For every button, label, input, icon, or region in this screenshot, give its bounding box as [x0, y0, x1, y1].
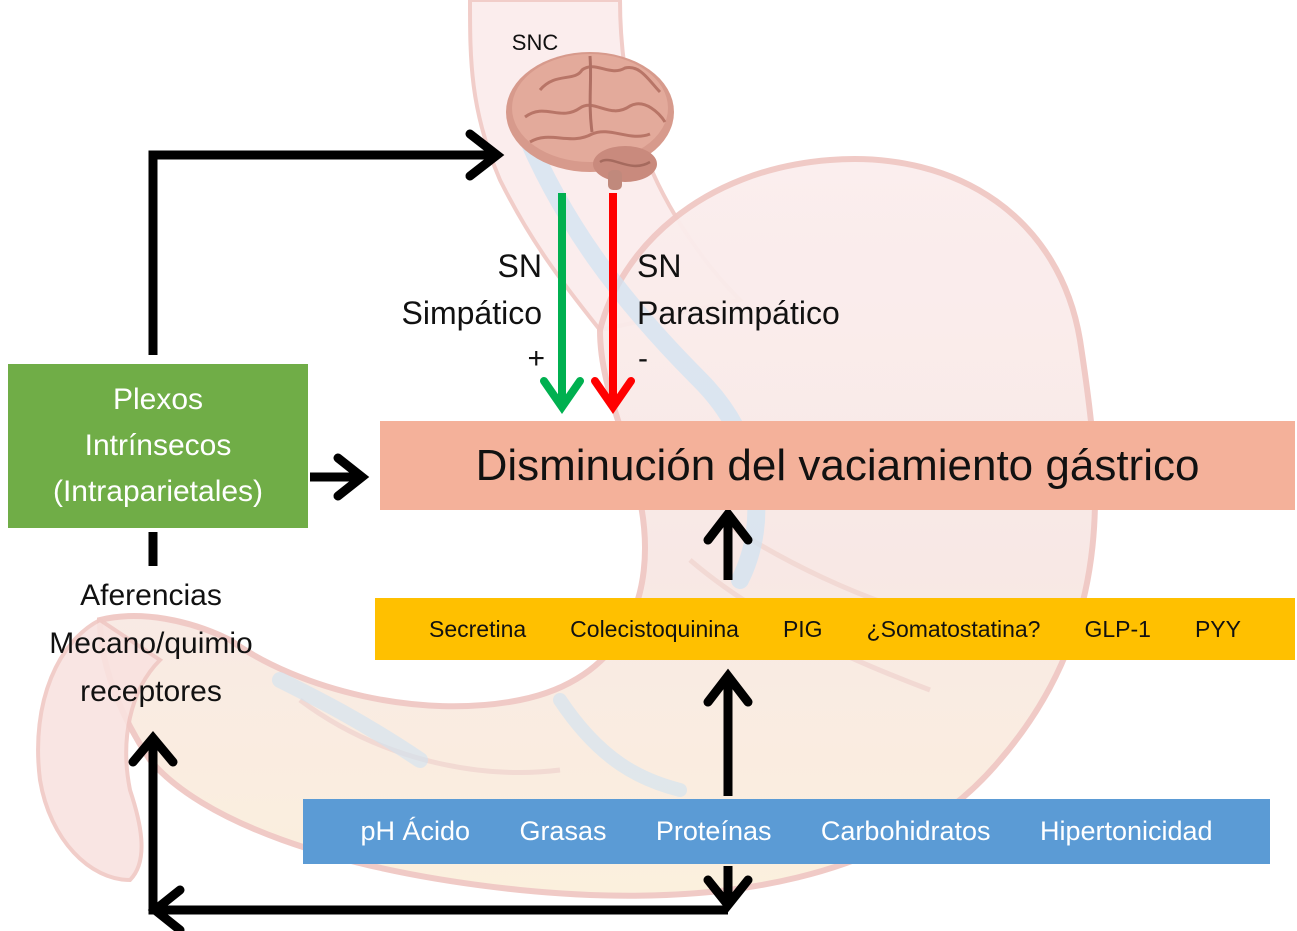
- hormone-item: PIG: [782, 615, 823, 642]
- stimulus-item: Hipertonicidad: [1039, 816, 1213, 846]
- hormones-box: Secretina Colecistoquinina PIG ¿Somatost…: [375, 598, 1295, 660]
- sympathetic-label-line2: Simpático: [401, 295, 543, 331]
- afferents-line2: Mecano/quimio: [49, 627, 253, 660]
- plexus-line3: (Intraparietales): [52, 475, 264, 508]
- sympathetic-label: SN Simpático: [360, 243, 543, 337]
- hormone-item: Secretina: [429, 615, 527, 642]
- afferents-line3: receptores: [80, 675, 222, 708]
- plexus-box: Plexos Intrínsecos (Intraparietales): [8, 364, 308, 528]
- brain-icon: [506, 52, 674, 190]
- result-label: Disminución del vaciamiento gástrico: [475, 440, 1200, 490]
- afferents-line1: Aferencias: [80, 579, 222, 612]
- stimulus-item: pH Ácido: [360, 816, 470, 846]
- stimulus-item: Grasas: [519, 816, 607, 846]
- hormone-item: Colecistoquinina: [570, 615, 739, 642]
- stimulus-item: Carbohidratos: [820, 816, 991, 846]
- stimulus-item: Proteínas: [655, 816, 772, 846]
- plexus-line2: Intrínsecos: [84, 429, 232, 462]
- hormone-item: ¿Somatostatina?: [866, 615, 1041, 642]
- parasympathetic-label: SN Parasimpático: [637, 243, 897, 337]
- afferents-label: Aferencias Mecano/quimio receptores: [0, 572, 302, 716]
- sympathetic-sign: +: [527, 342, 545, 375]
- plexus-line1: Plexos: [112, 383, 204, 416]
- parasympathetic-label-line2: Parasimpático: [637, 295, 840, 331]
- stimuli-box: pH Ácido Grasas Proteínas Carbohidratos …: [303, 799, 1270, 864]
- hormone-item: GLP-1: [1084, 615, 1151, 642]
- result-box: Disminución del vaciamiento gástrico: [380, 421, 1295, 510]
- parasympathetic-label-line1: SN: [637, 248, 682, 284]
- cns-label: SNC: [511, 30, 559, 55]
- parasympathetic-sign: -: [638, 342, 648, 375]
- hormone-item: PYY: [1194, 615, 1241, 642]
- sympathetic-label-line1: SN: [497, 248, 542, 284]
